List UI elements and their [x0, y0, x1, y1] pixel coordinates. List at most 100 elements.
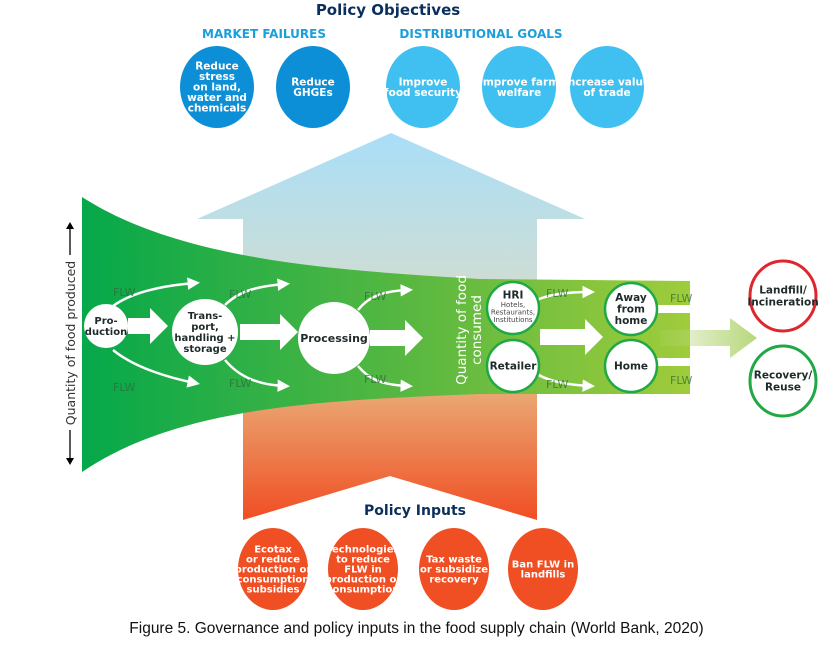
circle-text-line: Technologies: [327, 545, 400, 556]
circle-text-line: handling +: [174, 333, 235, 344]
flw-label: FLW: [364, 373, 386, 386]
policy-objectives-title: Policy Objectives: [316, 1, 460, 19]
circle-text-line: Trans-: [188, 311, 223, 322]
figure-caption: Figure 5. Governance and policy inputs i…: [129, 620, 704, 637]
flw-label: FLW: [113, 381, 135, 394]
circle-text-line: home: [615, 315, 648, 327]
flow-arrows: [128, 308, 603, 356]
distributional-goals-heading: DISTRIBUTIONAL GOALS: [399, 27, 562, 41]
stage-transport: Trans-port,handling +storage: [172, 299, 238, 365]
circle-text-line: food security: [384, 87, 462, 99]
flw-label: FLW: [364, 290, 386, 303]
flw-label: FLW: [546, 287, 568, 300]
flw-curve: [536, 372, 595, 392]
circle-text-line: welfare: [497, 87, 541, 99]
flw-label: FLW: [229, 288, 251, 301]
circle-text-line: Landfill/: [759, 285, 807, 297]
circle-text-line: Away: [615, 292, 647, 304]
circle-text-line: on land,: [193, 82, 241, 94]
circle-text-line: Improve farm: [479, 76, 559, 88]
circle-text-line: Increase value: [564, 76, 650, 88]
circle-text-line: consumption: [237, 575, 310, 586]
circle-text-line: HRI: [503, 290, 524, 302]
policy-objectives-arrow: [197, 133, 585, 300]
circle-text-line: storage: [183, 344, 226, 355]
stage-production: Pro-duction: [84, 304, 128, 348]
flow-arrow: [540, 319, 603, 355]
stage-processing: Processing: [298, 302, 370, 374]
destination-recovery: Recovery/Reuse: [748, 344, 818, 418]
circle-subtext-line: Institutions: [493, 316, 532, 324]
circle-text-line: duction: [85, 327, 127, 338]
circle-text-line: landfills: [521, 570, 566, 581]
circle-text-line: Processing: [300, 332, 368, 345]
waste-flow-arrow: [660, 318, 757, 358]
flw-curve: [536, 285, 595, 302]
circle-text-line: from: [617, 304, 645, 316]
y-axis-arrow: [66, 222, 74, 465]
circle-text-line: production or: [235, 565, 312, 576]
market-failures-heading: MARKET FAILURES: [202, 27, 326, 41]
circle-text-line: production or: [325, 575, 402, 586]
consumed-label: Quantity of food consumed: [454, 275, 485, 385]
circle-text-line: Reduce: [195, 61, 239, 73]
consumed-label-line: consumed: [469, 295, 485, 365]
circle-text-line: Incineration: [747, 297, 818, 309]
consumed-label-line: Quantity of food: [454, 275, 470, 385]
flw-stripe-away: [655, 305, 690, 313]
flw-curve: [112, 349, 200, 388]
flw-label: FLW: [113, 286, 135, 299]
circle-text-line: Home: [614, 361, 648, 373]
destination-landfill: Landfill/Incineration: [747, 259, 819, 333]
circle-text-line: or reduce: [246, 555, 300, 566]
flow-arrow: [240, 314, 298, 350]
circle-text-line: Recovery/: [754, 370, 813, 382]
flw-label: FLW: [670, 292, 692, 305]
circle-text-line: Tax waste: [426, 555, 482, 566]
stage-home: Home: [603, 338, 659, 394]
circle-text-line: consumption: [327, 585, 400, 596]
flow-arrow: [370, 320, 423, 356]
circle-text-line: or subsidize: [420, 565, 488, 576]
flow-arrow: [128, 308, 168, 344]
circle-text-line: Reuse: [765, 382, 801, 394]
circle-text-line: chemicals: [188, 103, 247, 115]
circle-text-line: of trade: [583, 87, 630, 99]
circle-text-line: to reduce: [336, 555, 390, 566]
flw-labels: FLW FLW FLW FLW FLW FLW FLW FLW FLW FLW: [113, 286, 692, 394]
circle-text-line: Ban FLW in: [512, 560, 574, 571]
circle-text-line: GHGEs: [293, 87, 332, 99]
flw-curve: [224, 278, 290, 306]
circle-text-line: stress: [199, 71, 235, 83]
circle-text-line: water and: [187, 92, 247, 104]
circle-subtext-line: Hotels,: [501, 301, 525, 309]
circle-text-line: port,: [191, 322, 219, 333]
stage-retailer: Retailer: [485, 338, 541, 394]
flw-curve: [357, 365, 413, 392]
y-axis-label: Quantity of food produced: [63, 261, 78, 425]
flw-curve: [224, 359, 290, 392]
flw-curves: [112, 277, 595, 392]
flw-label: FLW: [670, 374, 692, 387]
flw-curve: [112, 277, 200, 308]
flw-label: FLW: [546, 378, 568, 391]
circle-text-line: FLW in: [344, 565, 382, 576]
flw-stripe-home: [655, 358, 690, 366]
circle-text-line: Pro-: [94, 316, 117, 327]
flw-curve: [357, 284, 413, 311]
circle-text-line: Ecotax: [254, 545, 292, 556]
